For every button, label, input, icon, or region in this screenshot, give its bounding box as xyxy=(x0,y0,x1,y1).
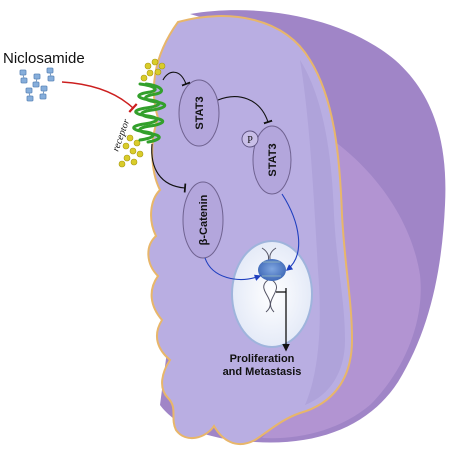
nucleus xyxy=(231,240,313,348)
receptor-to-catenin-arrow xyxy=(151,143,187,193)
drug-label: Niclosamide xyxy=(3,50,85,67)
outcome-line1: Proliferation xyxy=(230,353,295,365)
beta-catenin-label: β-Catenin xyxy=(198,194,210,245)
phospho-to-nucleus-arrow xyxy=(281,193,300,271)
outcome-line2: and Metastasis xyxy=(223,366,302,378)
phospho-stat3-label: STAT3 xyxy=(267,143,279,176)
dna-helix-icon xyxy=(258,247,286,313)
stat3-node xyxy=(178,79,220,147)
stat3-to-phospho-arrow xyxy=(217,96,273,125)
stat3-label: STAT3 xyxy=(194,96,206,129)
beta-catenin-node xyxy=(182,181,224,259)
cell-body-shade xyxy=(300,60,345,405)
phospho-group-icon xyxy=(241,130,259,148)
receptor-to-stat3-arrow xyxy=(162,71,191,87)
phospho-stat3-node xyxy=(252,125,292,195)
drug-inhibition-line xyxy=(61,81,138,113)
phospho-label: P xyxy=(247,135,253,146)
catenin-to-nucleus-arrow xyxy=(204,257,262,281)
niclosamide-molecule-icon xyxy=(19,67,55,102)
receptor-beads xyxy=(118,58,166,168)
